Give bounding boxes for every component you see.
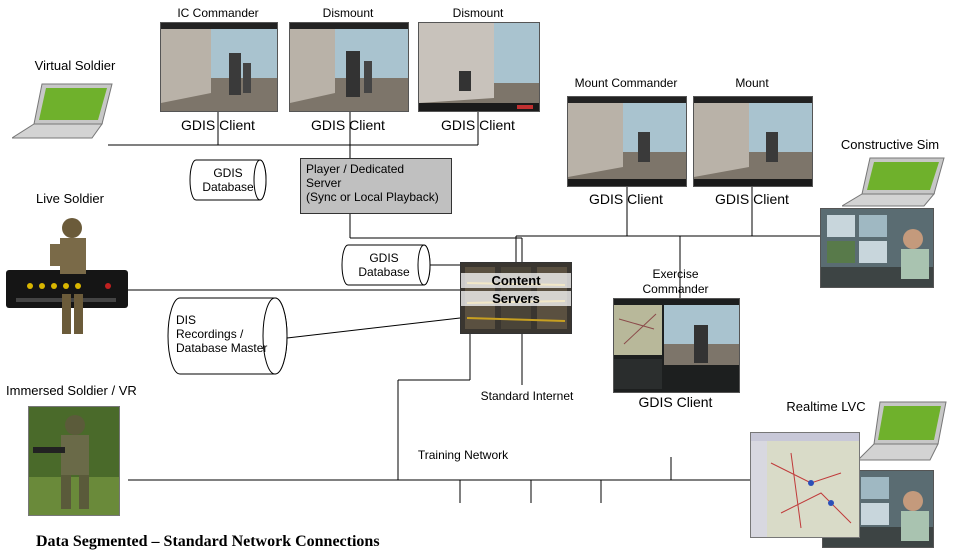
dis-recordings-label: DIS Recordings / Database Master <box>176 313 276 355</box>
exercise-commander-title-2: Commander <box>642 282 709 296</box>
mount-gdis-label: GDIS Client <box>715 191 789 207</box>
live-soldier-figure <box>44 214 100 340</box>
dismount-screen-1 <box>289 22 409 112</box>
dismount-1-title: Dismount <box>322 6 374 20</box>
gdis-database-label-2: GDIS Database <box>346 251 422 279</box>
content-servers-label-2: Servers <box>461 291 571 306</box>
ic-commander-title: IC Commander <box>177 6 259 20</box>
constructive-sim-label: Constructive Sim <box>840 137 940 152</box>
realtime-lvc-label: Realtime LVC <box>786 399 866 414</box>
exercise-commander-gdis-label: GDIS Client <box>638 394 713 410</box>
mount-title: Mount <box>735 76 769 90</box>
exercise-commander-title-1: Exercise <box>652 267 699 281</box>
dis-recordings-cylinder <box>167 297 288 375</box>
db2-line-2: Database <box>358 265 410 279</box>
dis-line-1: DIS <box>176 313 197 327</box>
server-line-2: Server <box>306 176 342 190</box>
dismount-2-gdis-label: GDIS Client <box>441 117 515 133</box>
ic-commander-screen <box>160 22 278 112</box>
dismount-screen-2 <box>418 22 540 112</box>
mount-commander-screen <box>567 96 687 187</box>
mount-screen <box>693 96 813 187</box>
realtime-lvc-laptop <box>856 400 948 462</box>
training-network-label: Training Network <box>417 448 509 462</box>
exercise-commander-screen <box>613 298 740 393</box>
db1-line-1: GDIS <box>213 166 243 180</box>
content-servers: Content Servers <box>460 262 572 334</box>
immersed-soldier-photo <box>28 406 120 516</box>
standard-internet-label: Standard Internet <box>480 389 574 403</box>
db1-line-2: Database <box>202 180 254 194</box>
mount-commander-gdis-label: GDIS Client <box>589 191 663 207</box>
dedicated-server-box: Player / Dedicated Server (Sync or Local… <box>300 158 452 214</box>
dis-line-3: Database Master <box>176 341 268 355</box>
constructive-sim-station <box>820 208 934 288</box>
dismount-2-title: Dismount <box>452 6 504 20</box>
live-soldier-label: Live Soldier <box>36 191 104 206</box>
dis-line-2: Recordings / <box>176 327 244 341</box>
gdis-database-cylinder-2 <box>341 244 431 286</box>
server-line-3: (Sync or Local Playback) <box>306 190 439 204</box>
virtual-soldier-laptop <box>10 82 114 140</box>
mount-commander-title: Mount Commander <box>574 76 678 90</box>
db2-line-1: GDIS <box>369 251 399 265</box>
realtime-lvc-map-display <box>750 432 860 538</box>
immersed-soldier-label: Immersed Soldier / VR <box>6 383 137 398</box>
dismount-1-gdis-label: GDIS Client <box>311 117 385 133</box>
gdis-database-cylinder-1 <box>189 159 267 201</box>
content-servers-label-1: Content <box>461 273 571 288</box>
virtual-soldier-label: Virtual Soldier <box>34 58 116 73</box>
diagram-caption: Data Segmented – Standard Network Connec… <box>36 533 380 550</box>
server-line-1: Player / Dedicated <box>306 162 405 176</box>
constructive-sim-laptop <box>840 156 946 208</box>
gdis-database-label-1: GDIS Database <box>196 166 260 194</box>
ic-commander-gdis-label: GDIS Client <box>181 117 255 133</box>
